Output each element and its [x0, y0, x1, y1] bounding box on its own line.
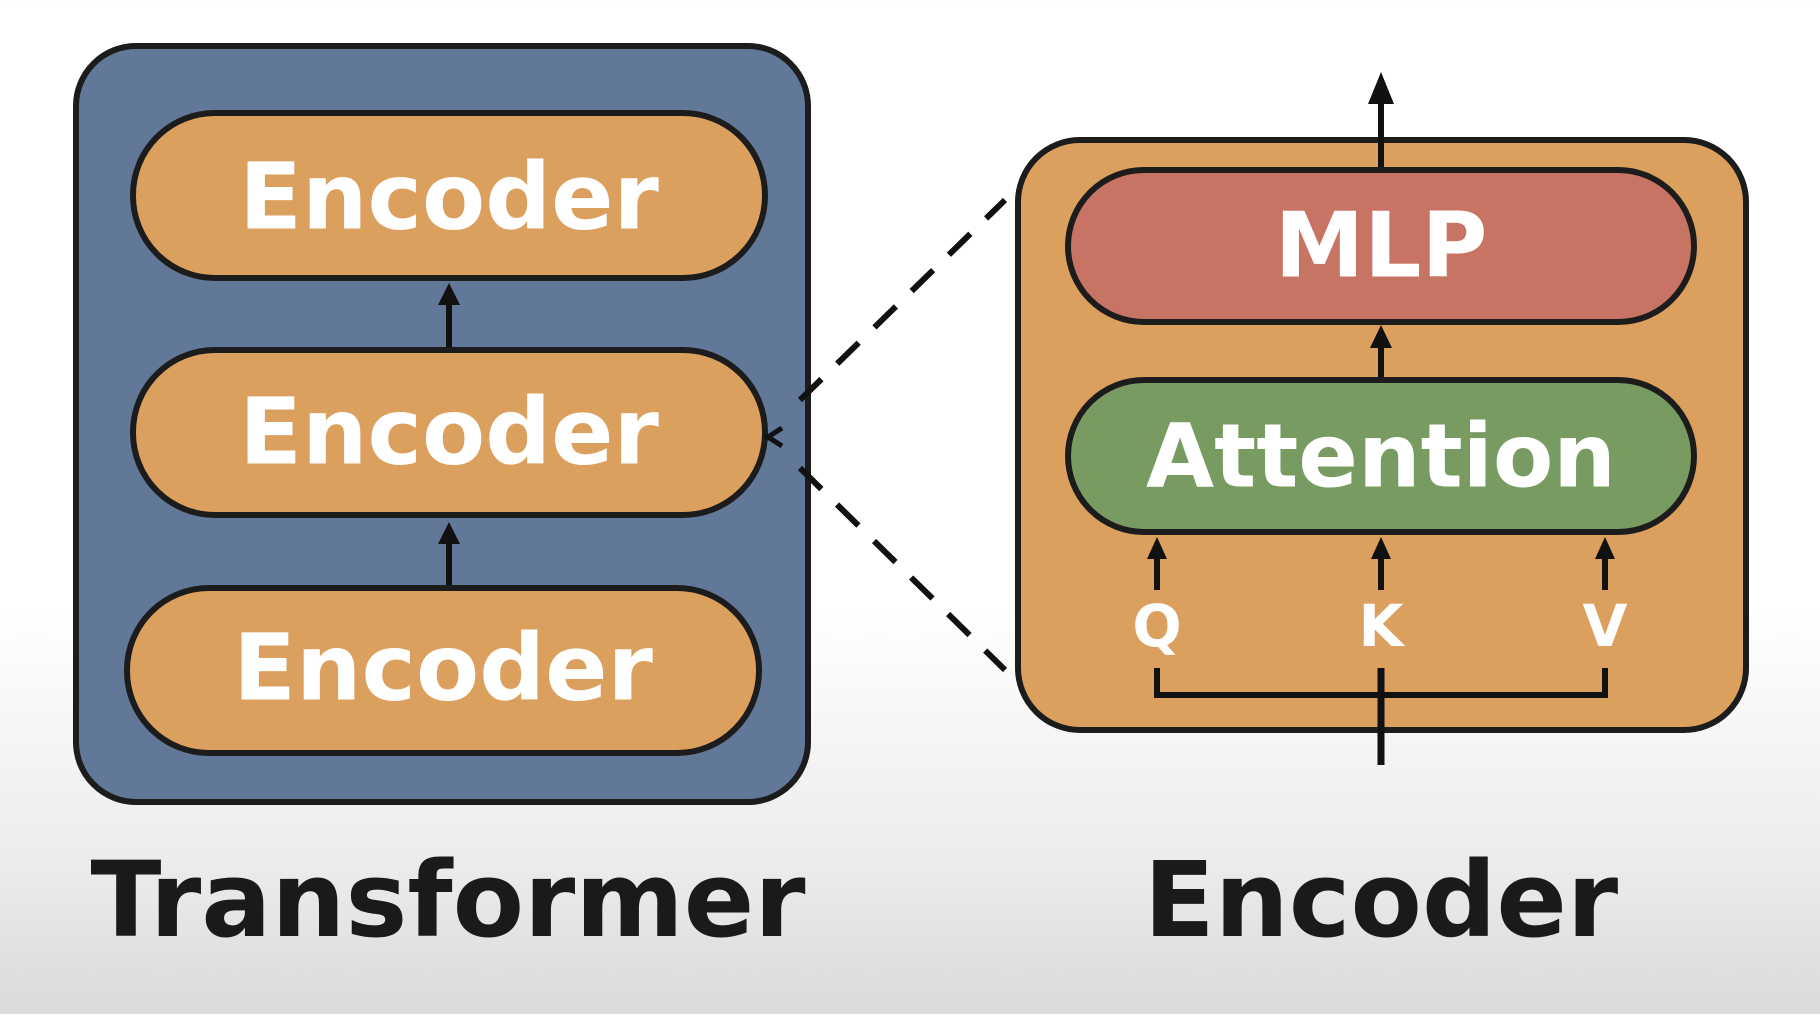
transformer-encoder-bottom: Encoder: [124, 585, 762, 756]
arrow-attention-to-mlp: [1370, 325, 1392, 382]
zoom-line-upper: [797, 197, 1008, 403]
encoder-bottom-label: Encoder: [233, 615, 653, 722]
input-k-label: K: [1359, 592, 1406, 660]
output-arrow: [1368, 72, 1394, 172]
transformer-encoder-middle: Encoder: [130, 347, 768, 518]
arrow-v: [1595, 537, 1615, 590]
arrow-encoder-mid-to-top: [438, 283, 460, 352]
input-q-label: Q: [1132, 592, 1181, 660]
encoder-caption: Encoder: [1144, 839, 1618, 961]
mlp-block: MLP: [1065, 167, 1697, 325]
arrow-q: [1147, 537, 1167, 590]
encoder-middle-label: Encoder: [239, 379, 659, 486]
input-v-label: V: [1583, 592, 1628, 660]
attention-label: Attention: [1146, 405, 1616, 508]
encoder-top-label: Encoder: [239, 144, 659, 251]
arrow-k: [1371, 537, 1391, 590]
transformer-caption: Transformer: [90, 839, 805, 961]
attention-block: Attention: [1065, 377, 1697, 535]
transformer-encoder-top: Encoder: [130, 110, 768, 281]
zoom-pointer-icon: [763, 425, 784, 449]
zoom-line-lower: [797, 465, 1008, 673]
arrow-encoder-bottom-to-mid: [438, 522, 460, 588]
mlp-label: MLP: [1275, 194, 1488, 299]
